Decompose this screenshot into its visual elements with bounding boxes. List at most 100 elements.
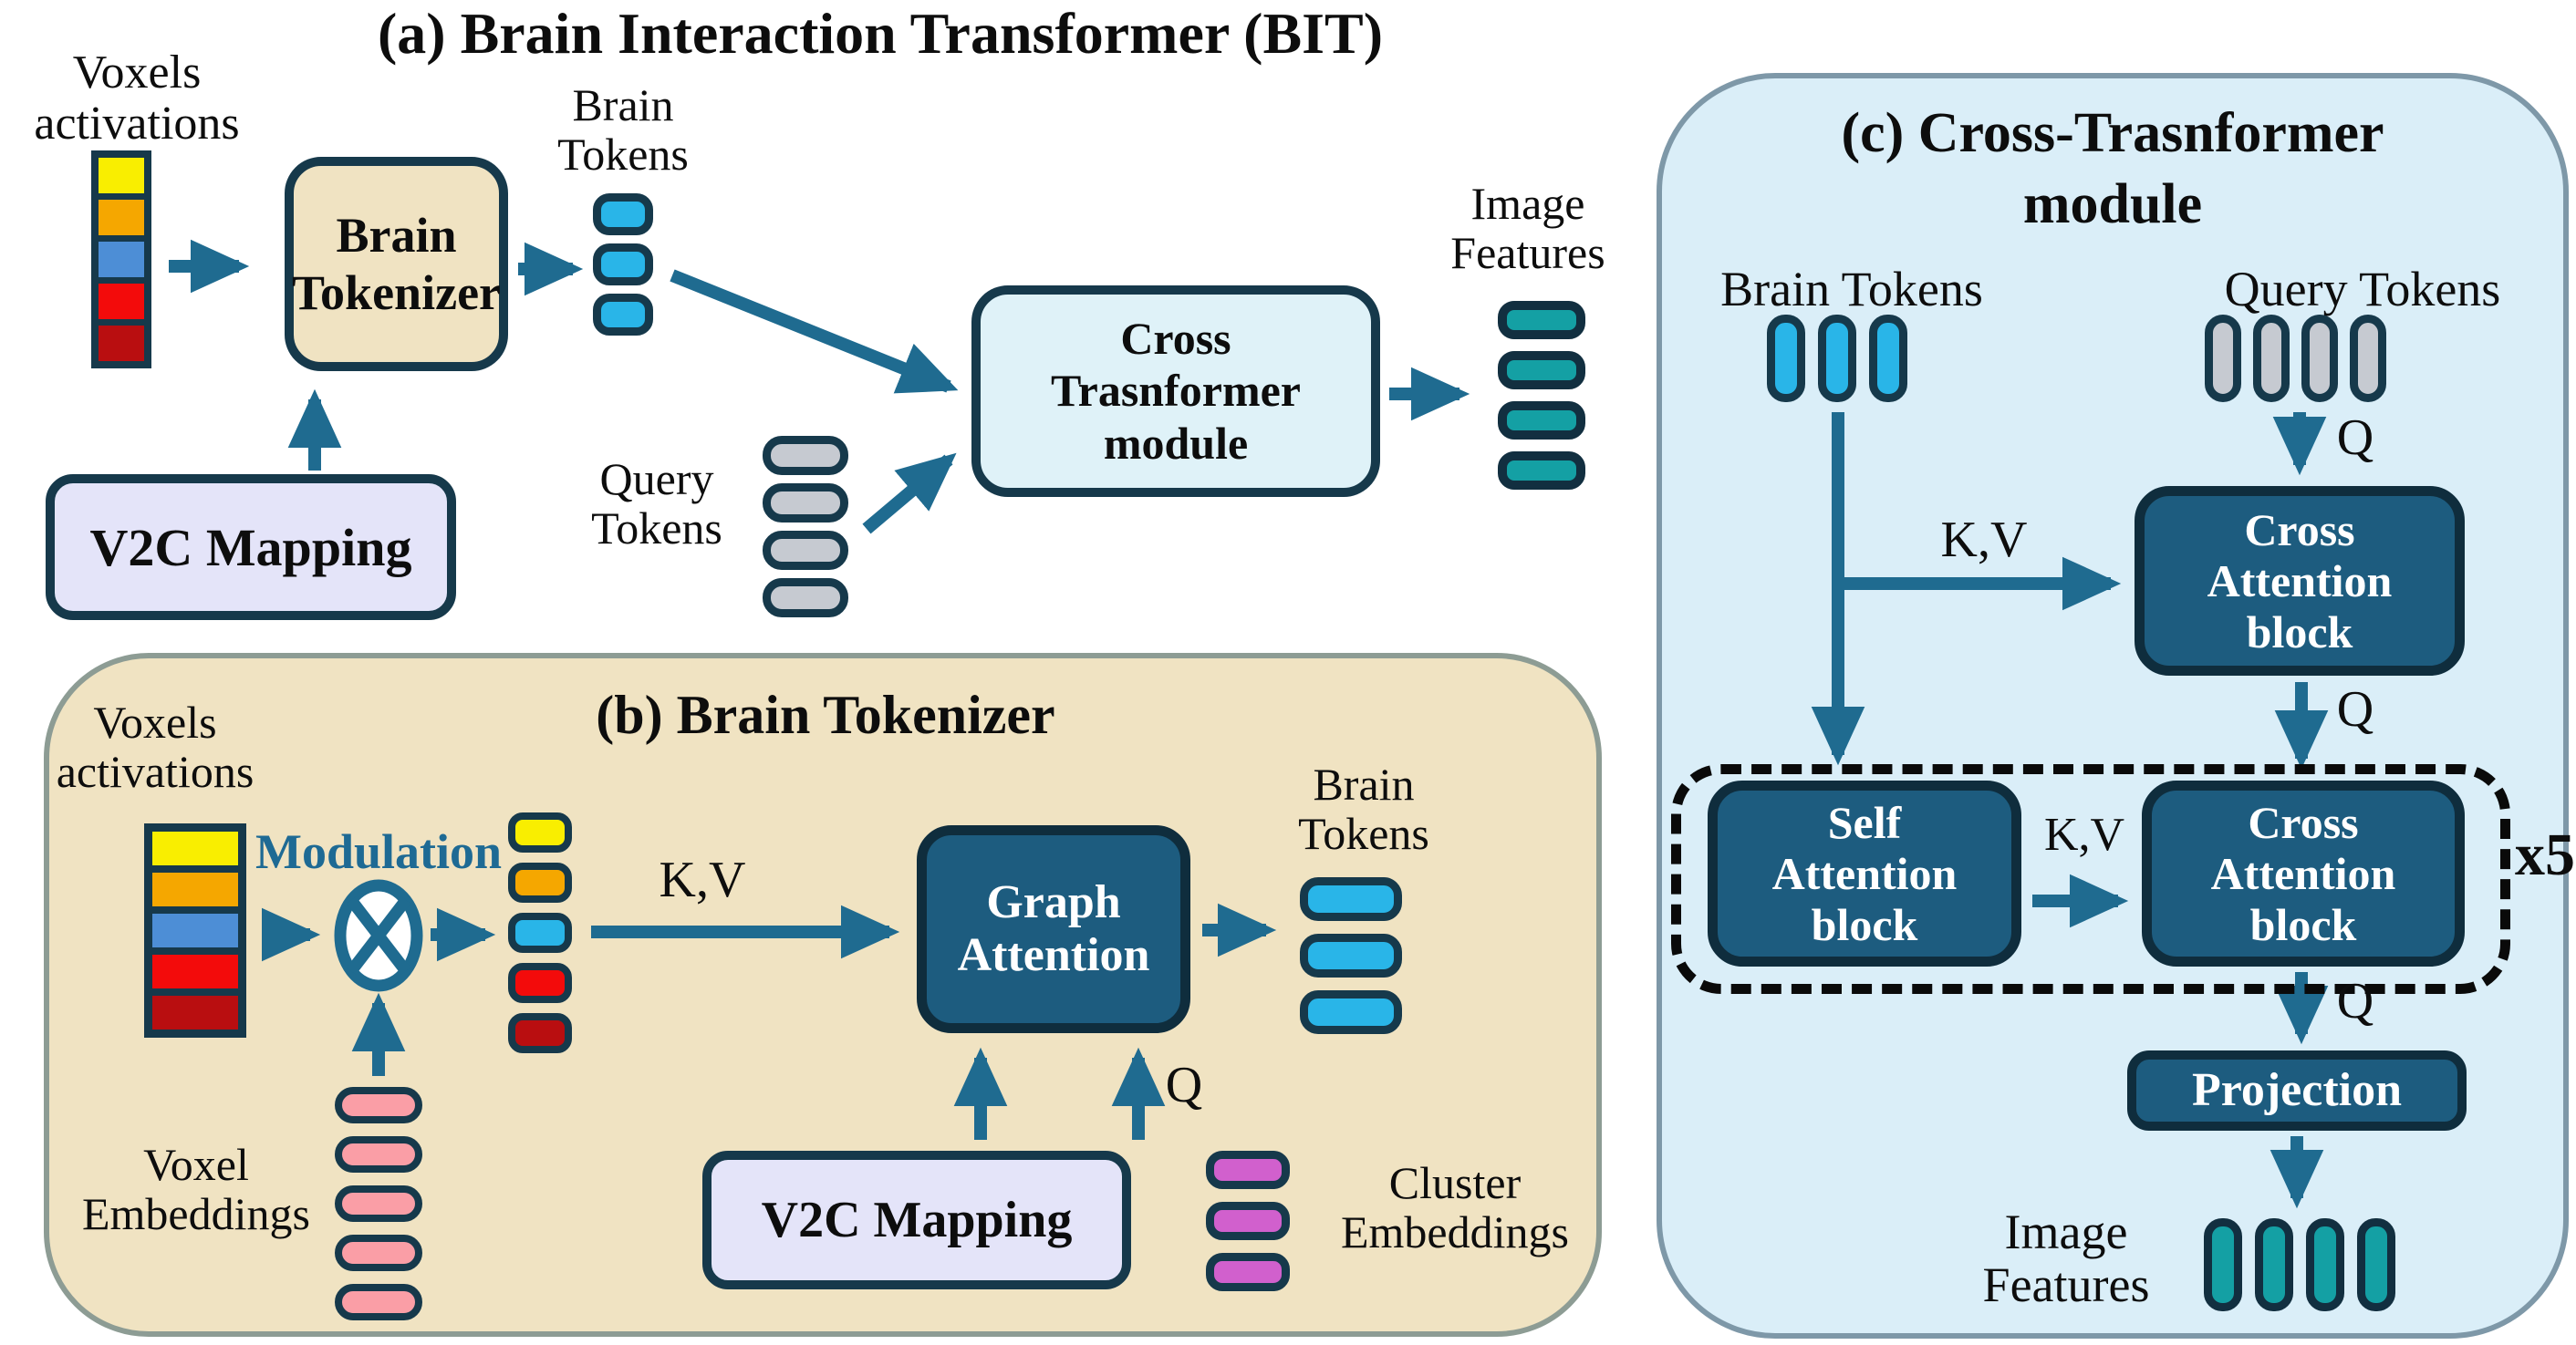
voxel-cell [99, 326, 144, 361]
voxel-cell [152, 996, 238, 1029]
cross-module-line3: module [1103, 417, 1249, 469]
cross-transformer-module-box: Cross Trasnformer module [971, 285, 1380, 497]
voxel-embedding-pill [335, 1284, 422, 1320]
query-token-pill [2350, 315, 2386, 402]
self-attention-block: Self Attention block [1708, 781, 2021, 967]
voxel-embeddings-label: Voxel Embeddings [36, 1140, 356, 1238]
panel-c-title-line2: module [2022, 172, 2203, 235]
voxel-embedding-pill [335, 1087, 422, 1123]
voxel-cell [99, 284, 144, 319]
self-attention-line2: Attention [1771, 848, 1958, 899]
voxels-activations-label-a-line1: Voxels [72, 47, 202, 98]
voxel-cell [152, 832, 238, 865]
graph-attention-box: Graph Attention [917, 825, 1190, 1033]
brain-tokenizer-box: Brain Tokenizer [285, 157, 508, 371]
query-tokens-label-a: Query Tokens [561, 454, 753, 553]
brain-token-pill [593, 243, 653, 285]
image-features-label-c-line1: Image [2004, 1205, 2128, 1259]
cross-module-line2: Trasnformer [1051, 365, 1301, 417]
image-features-c [2204, 1218, 2395, 1311]
voxel-cell [152, 955, 238, 988]
voxel-embeddings [335, 1087, 422, 1320]
query-token-pill [2253, 315, 2290, 402]
voxel-cell [152, 873, 238, 906]
cross-module-line1: Cross [1120, 312, 1231, 364]
voxel-embedding-pill [335, 1185, 422, 1222]
repeat-group-dashed-box [1671, 764, 2510, 994]
image-feature-pill [2204, 1218, 2242, 1311]
image-feature-pill [2255, 1218, 2293, 1311]
panel-c-title: (c) Cross-Trasnformer module [1674, 98, 2551, 240]
cluster-embeddings-label-line2: Embeddings [1341, 1206, 1569, 1257]
voxel-embeddings-label-line2: Embeddings [82, 1188, 310, 1239]
brain-token-pill [1300, 877, 1402, 921]
image-feature-pill [1498, 301, 1585, 339]
voxels-activations-label-b-line1: Voxels [93, 697, 217, 748]
q-label-bottom-c: Q [2336, 973, 2374, 1029]
cluster-embeddings-label: Cluster Embeddings [1304, 1158, 1605, 1257]
voxels-activations-label-a: Voxels activations [0, 47, 274, 150]
repeat-x5-label: x5 [2515, 822, 2575, 888]
image-features-label-a: Image Features [1418, 179, 1637, 277]
query-tokens-label-c: Query Tokens [2224, 262, 2501, 316]
brain-tokens-label-a-line1: Brain [572, 79, 674, 130]
projection-box: Projection [2127, 1050, 2467, 1131]
query-token-pill [763, 578, 848, 617]
modulated-token-pill [508, 1013, 572, 1053]
brain-token-pill [593, 193, 653, 235]
query-tokens-label-a-line2: Tokens [591, 502, 722, 554]
cross-attention-top-line2: Attention [2207, 555, 2393, 606]
cross-attention-bottom-line2: Attention [2210, 848, 2396, 899]
brain-tokenizer-line2: Tokenizer [292, 264, 501, 320]
kv-label-branch-c: K,V [1940, 512, 2028, 568]
kv-label-mid-c: K,V [2043, 809, 2125, 861]
panel-b-title: (b) Brain Tokenizer [596, 685, 1055, 745]
v2c-mapping-label-b: V2C Mapping [761, 1192, 1073, 1248]
cross-attention-bottom-line3: block [2249, 899, 2357, 950]
brain-tokens-label-a-line2: Tokens [557, 129, 689, 180]
v2c-mapping-label-a: V2C Mapping [89, 517, 412, 577]
image-feature-pill [2306, 1218, 2344, 1311]
v2c-mapping-box-a: V2C Mapping [46, 474, 456, 620]
image-feature-pill [1498, 451, 1585, 490]
voxels-activations-label-b-line2: activations [56, 746, 254, 797]
panel-c-title-line1: (c) Cross-Trasnformer [1841, 102, 2384, 164]
voxel-activations-stack-a [91, 150, 151, 368]
cross-attention-block-top: Cross Attention block [2135, 486, 2465, 676]
voxel-cell [99, 158, 144, 193]
arrow-querytokens-to-crossmodule [862, 452, 957, 534]
query-token-pill [763, 436, 848, 475]
cluster-embeddings-label-line1: Cluster [1388, 1157, 1522, 1208]
brain-tokens-label-b: Brain Tokens [1236, 760, 1491, 858]
cluster-embedding-pill [1206, 1202, 1290, 1240]
query-tokens-c [2205, 315, 2386, 402]
cross-attention-top-line3: block [2246, 606, 2353, 657]
self-attention-line1: Self [1827, 797, 1902, 848]
cluster-embeddings [1206, 1151, 1290, 1291]
voxel-cell [99, 200, 144, 235]
voxels-activations-label-a-line2: activations [34, 98, 240, 150]
voxel-cell [152, 914, 238, 947]
brain-tokens-c [1767, 315, 1907, 402]
query-tokens-a [763, 436, 848, 617]
brain-tokens-label-b-line2: Tokens [1298, 808, 1429, 859]
query-token-pill [2301, 315, 2338, 402]
cross-attention-block-bottom: Cross Attention block [2142, 781, 2465, 967]
brain-token-pill [593, 294, 653, 336]
brain-token-pill [1300, 990, 1402, 1034]
query-tokens-label-a-line1: Query [599, 453, 714, 504]
cluster-embedding-pill [1206, 1253, 1290, 1291]
cross-attention-top-line1: Cross [2244, 504, 2355, 555]
self-attention-line3: block [1811, 899, 1918, 950]
query-token-pill [2205, 315, 2241, 402]
voxel-activations-stack-b [144, 823, 246, 1038]
image-feature-pill [1498, 351, 1585, 389]
image-features-label-c: Image Features [1938, 1205, 2194, 1312]
image-features-label-a-line2: Features [1450, 227, 1605, 278]
brain-token-pill [1869, 315, 1907, 402]
brain-tokens-a [593, 193, 653, 336]
brain-tokens-b [1300, 877, 1402, 1034]
cross-attention-bottom-line1: Cross [2248, 797, 2359, 848]
voxel-embedding-pill [335, 1235, 422, 1271]
